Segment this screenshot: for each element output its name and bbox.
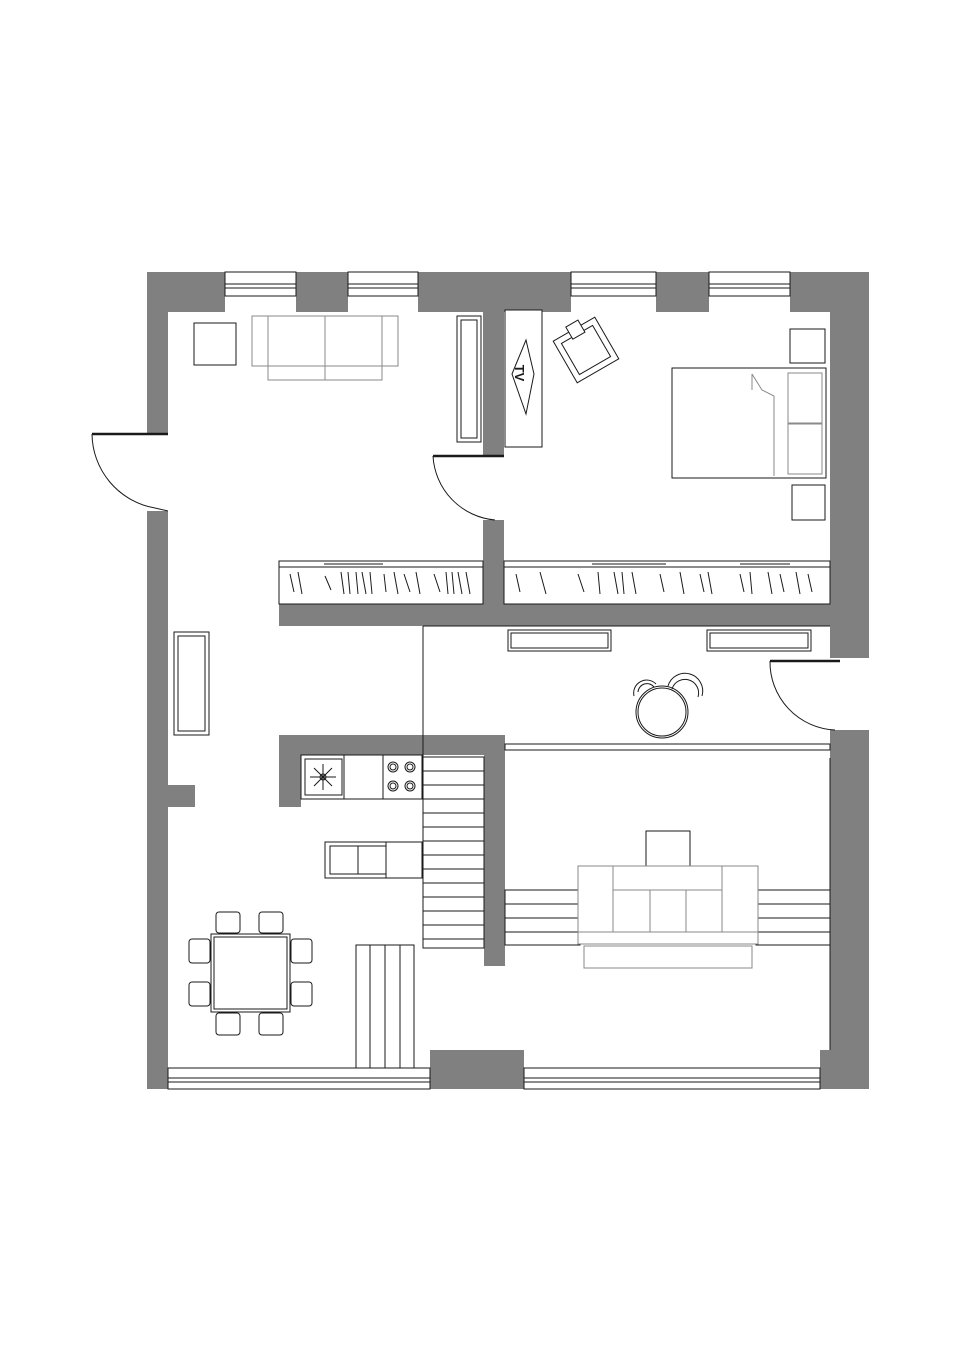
door-bedroom: [432, 454, 504, 521]
dining-set: [188, 911, 313, 1036]
doors: [91, 432, 840, 731]
door-entrance-left: [91, 432, 169, 512]
armchair-bedroom: [552, 316, 620, 384]
side-bench-left: [504, 889, 581, 946]
kitchen-island: [324, 841, 423, 879]
walls: [147, 272, 869, 1089]
window-top-4: [708, 271, 791, 297]
tv-unit-bedroom: TV: [504, 309, 543, 448]
door-right-hall: [769, 659, 840, 731]
nightstand-top: [789, 328, 826, 364]
double-bed: [671, 367, 827, 479]
wardrobe-right: [503, 560, 831, 605]
hall-bench-2: [706, 629, 812, 652]
cooktop: [387, 761, 416, 792]
window-bottom-2: [523, 1067, 821, 1090]
window-top-1: [224, 271, 297, 297]
railing-hall: [504, 743, 831, 751]
tv-label: TV: [512, 365, 527, 382]
tv-cabinet-living: [456, 315, 482, 443]
round-table-hall: [633, 672, 704, 739]
window-bottom-1: [167, 1067, 431, 1090]
windows: [167, 271, 821, 1090]
staircase-lower: [355, 944, 415, 1069]
side-bench-right: [755, 889, 831, 946]
staircase-main: [422, 756, 485, 949]
window-top-2: [347, 271, 419, 297]
sofa-lounge: [577, 865, 759, 969]
window-top-3: [570, 271, 657, 297]
wardrobe-left: [278, 560, 484, 605]
sink: [304, 758, 343, 796]
side-table-living: [193, 322, 237, 366]
hall-bench-1: [507, 629, 612, 652]
nightstand-bottom: [791, 484, 826, 521]
sofa-living: [251, 315, 399, 381]
sideboard-left: [173, 631, 210, 736]
